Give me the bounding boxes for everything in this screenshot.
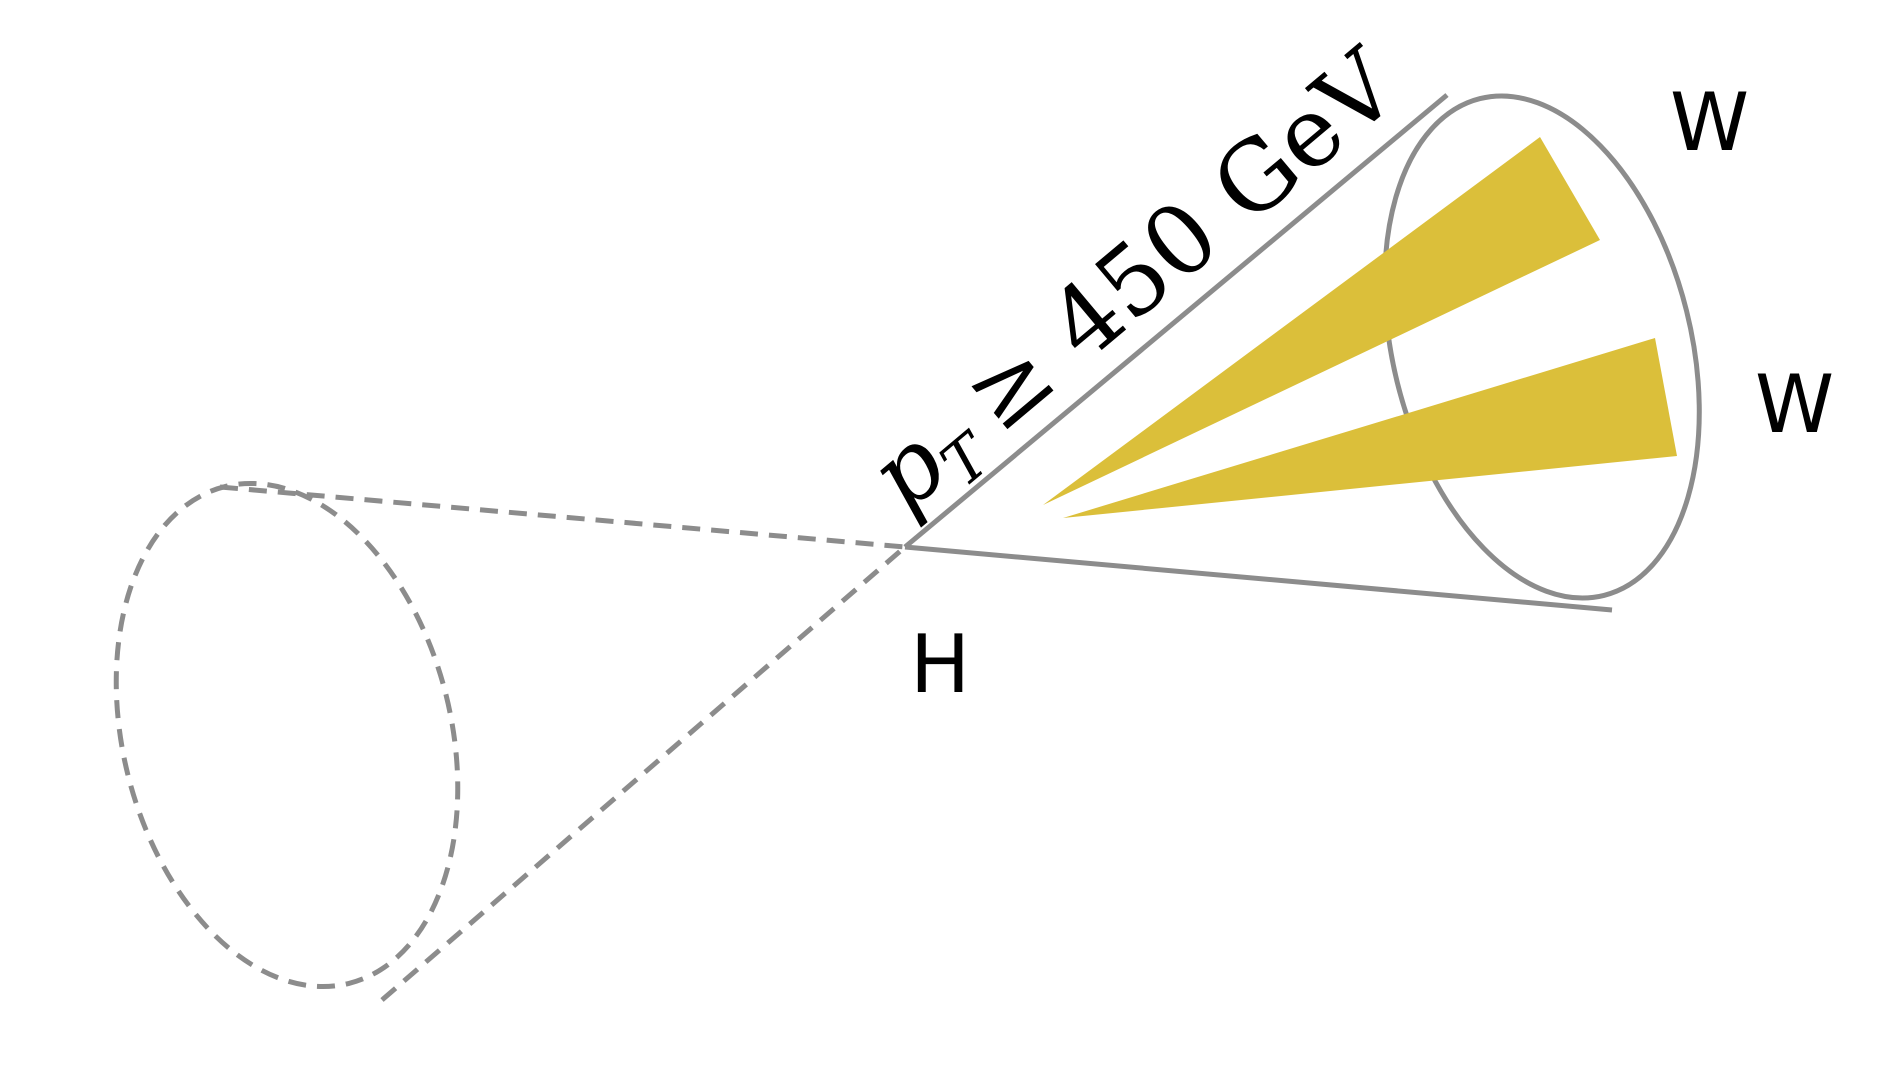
- w-label-upper: W: [1670, 76, 1749, 169]
- recoil-cone-edge-top: [219, 484, 906, 550]
- recoil-cone-edge-bottom: [380, 545, 907, 1002]
- higgs-label: H: [910, 618, 970, 711]
- w-subjet-lower: [1063, 338, 1677, 518]
- higgs-jet-cone: [903, 93, 1702, 613]
- recoil-cone: [113, 480, 907, 1002]
- w-label-lower: W: [1755, 358, 1834, 451]
- pt-threshold-value: ≥ 450 GeV: [942, 27, 1419, 453]
- higgs-jet-cone-edge-top: [903, 93, 1449, 549]
- higgs-jet-cone-edge-bottom: [904, 544, 1613, 613]
- recoil-cone-opening: [113, 480, 461, 990]
- higgs-jet-cone-opening: [1382, 93, 1702, 601]
- w-subjet-upper: [1043, 137, 1600, 505]
